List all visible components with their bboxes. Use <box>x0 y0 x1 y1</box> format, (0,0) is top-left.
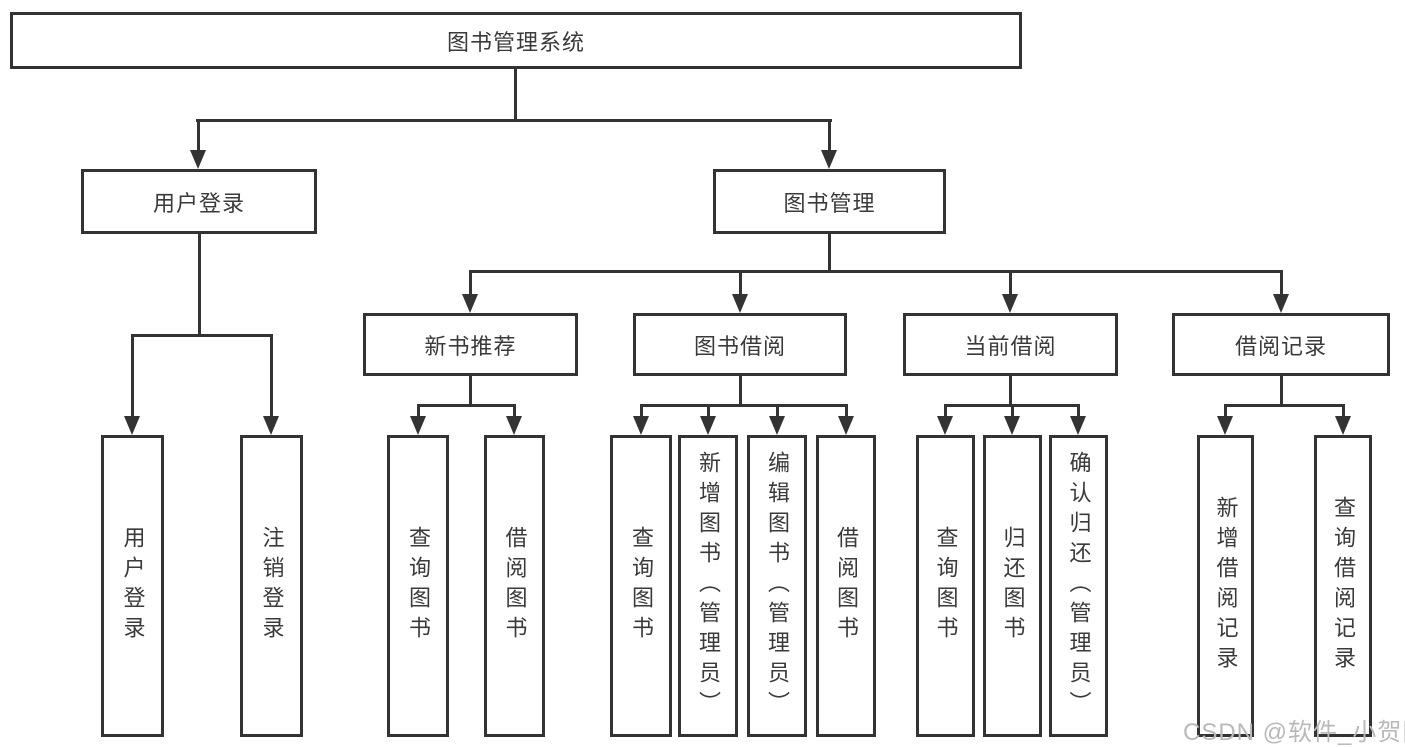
connector-leaf-drop <box>1077 404 1080 418</box>
connector-leaf-drop <box>417 404 420 418</box>
connector-user-login-bar <box>131 334 273 337</box>
leaf-recommend-borrow-books: 借阅图书 <box>484 435 545 737</box>
connector-user-login-drop <box>197 119 200 152</box>
connector-login-leaf-drop <box>131 334 134 418</box>
connector-current-stem <box>1009 376 1012 406</box>
connector-root-stem <box>514 69 517 121</box>
leaf-logout: 注销登录 <box>240 435 303 737</box>
arrowhead-down-icon <box>1217 416 1233 435</box>
connector-level3-bar <box>469 270 1283 273</box>
arrowhead-down-icon <box>838 416 854 435</box>
connector-leaf-drop <box>845 404 848 418</box>
connector-leaf-drop <box>513 404 516 418</box>
arrowhead-down-icon <box>1002 294 1018 313</box>
connector-records-stem <box>1280 376 1283 406</box>
arrowhead-down-icon <box>1004 416 1020 435</box>
arrowhead-down-icon <box>506 416 522 435</box>
connector-book-management-drop <box>828 119 831 152</box>
leaf-add-books-admin: 新增图书（管理员） <box>678 435 738 737</box>
connector-current-drop <box>1009 270 1012 296</box>
node-user-login: 用户登录 <box>81 169 317 234</box>
arrowhead-down-icon <box>190 150 206 169</box>
leaf-add-borrow-record: 新增借阅记录 <box>1197 435 1254 737</box>
leaf-borrow-query-books: 查询图书 <box>610 435 672 737</box>
connector-borrow-drop <box>739 270 742 296</box>
csdn-watermark: CSDN @软件_小贺同学 <box>1183 719 1405 746</box>
arrowhead-down-icon <box>769 416 785 435</box>
connector-recommend-drop <box>469 270 472 296</box>
connector-book-management-stem <box>828 234 831 272</box>
connector-borrow-stem <box>739 376 742 406</box>
connector-borrow-bar <box>640 404 847 407</box>
arrowhead-down-icon <box>263 416 279 435</box>
node-book-management: 图书管理 <box>713 169 946 234</box>
connector-recommend-stem <box>469 376 472 406</box>
connector-records-bar <box>1224 404 1345 407</box>
leaf-current-query-books: 查询图书 <box>916 435 975 737</box>
node-new-book-recommendation: 新书推荐 <box>363 313 578 376</box>
leaf-borrow-books: 借阅图书 <box>816 435 876 737</box>
connector-leaf-drop <box>1011 404 1014 418</box>
connector-recommend-bar <box>417 404 516 407</box>
arrowhead-down-icon <box>1335 416 1351 435</box>
arrowhead-down-icon <box>633 416 649 435</box>
arrowhead-down-icon <box>1070 416 1086 435</box>
connector-leaf-drop <box>776 404 779 418</box>
leaf-user-login: 用户登录 <box>101 435 164 737</box>
node-book-borrowing: 图书借阅 <box>633 313 847 376</box>
connector-user-login-stem <box>198 234 201 336</box>
arrowhead-down-icon <box>937 416 953 435</box>
leaf-confirm-return-admin: 确认归还（管理员） <box>1049 435 1108 737</box>
node-borrowing-records: 借阅记录 <box>1172 313 1390 376</box>
arrowhead-down-icon <box>732 294 748 313</box>
connector-level2-bar <box>196 119 832 122</box>
leaf-return-books: 归还图书 <box>983 435 1042 737</box>
arrowhead-down-icon <box>821 150 837 169</box>
connector-leaf-drop <box>1342 404 1345 418</box>
leaf-query-borrow-record: 查询借阅记录 <box>1314 435 1372 737</box>
arrowhead-down-icon <box>410 416 426 435</box>
connector-records-drop <box>1280 270 1283 296</box>
arrowhead-down-icon <box>700 416 716 435</box>
connector-logout-leaf-drop <box>270 334 273 418</box>
leaf-edit-books-admin: 编辑图书（管理员） <box>747 435 807 737</box>
connector-leaf-drop <box>1224 404 1227 418</box>
connector-leaf-drop <box>640 404 643 418</box>
connector-leaf-drop <box>944 404 947 418</box>
node-library-system: 图书管理系统 <box>10 12 1022 69</box>
leaf-recommend-query-books: 查询图书 <box>387 435 449 737</box>
node-current-borrowing: 当前借阅 <box>903 313 1118 376</box>
arrowhead-down-icon <box>124 416 140 435</box>
arrowhead-down-icon <box>462 294 478 313</box>
connector-leaf-drop <box>707 404 710 418</box>
arrowhead-down-icon <box>1273 294 1289 313</box>
